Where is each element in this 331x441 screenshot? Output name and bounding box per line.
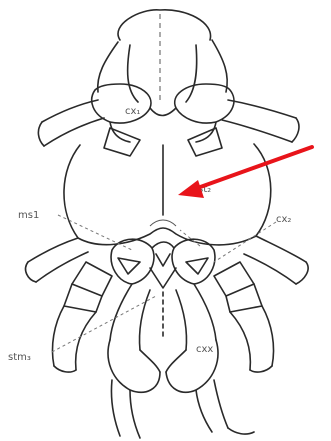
right-front-leg: [188, 100, 299, 156]
left-hind-leg: [52, 306, 140, 438]
label-cx2: cx₂: [276, 214, 291, 225]
label-cx1: cx₁: [125, 106, 140, 117]
label-stm3: stm₃: [8, 352, 31, 363]
right-hind-leg: [196, 306, 274, 434]
left-middle-leg: [26, 238, 112, 312]
mesothorax: [64, 144, 271, 245]
label-cxx: cxx: [196, 344, 213, 355]
label-ms1: ms1: [18, 210, 39, 221]
front-coxae: [92, 84, 234, 142]
right-middle-leg: [214, 236, 308, 312]
metathorax: [108, 284, 218, 392]
middle-coxae: [111, 239, 215, 288]
head-region: [98, 10, 228, 102]
